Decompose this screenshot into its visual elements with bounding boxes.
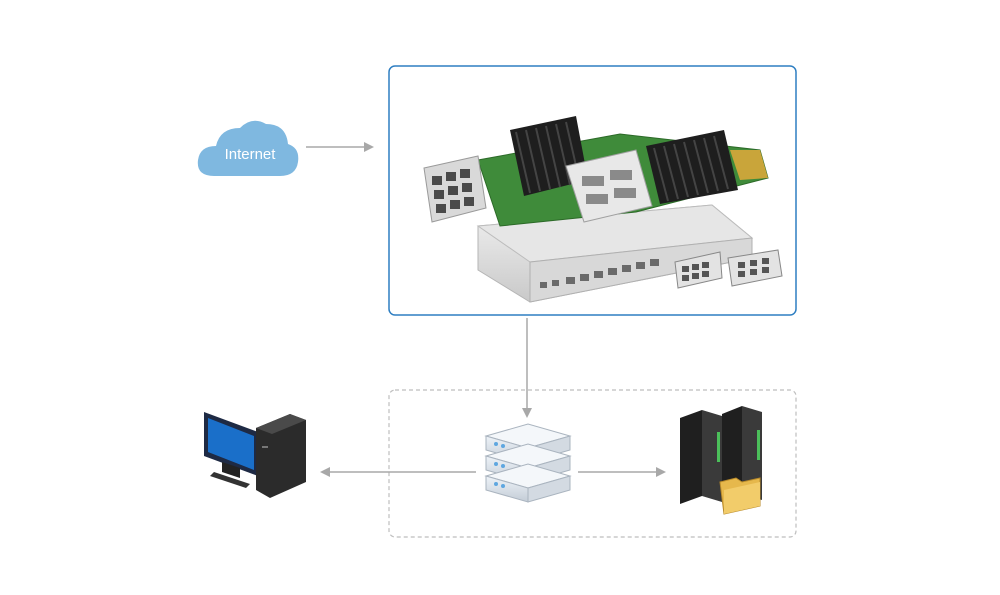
internet-cloud-icon bbox=[197, 120, 299, 176]
internet-label: Internet bbox=[224, 146, 276, 163]
internal-network-area bbox=[388, 389, 797, 538]
server-stack-icon bbox=[484, 423, 572, 503]
network-card-and-appliance bbox=[423, 116, 783, 303]
storage-server-with-folder-icon bbox=[680, 406, 762, 515]
desktop-computer-icon bbox=[204, 412, 306, 498]
